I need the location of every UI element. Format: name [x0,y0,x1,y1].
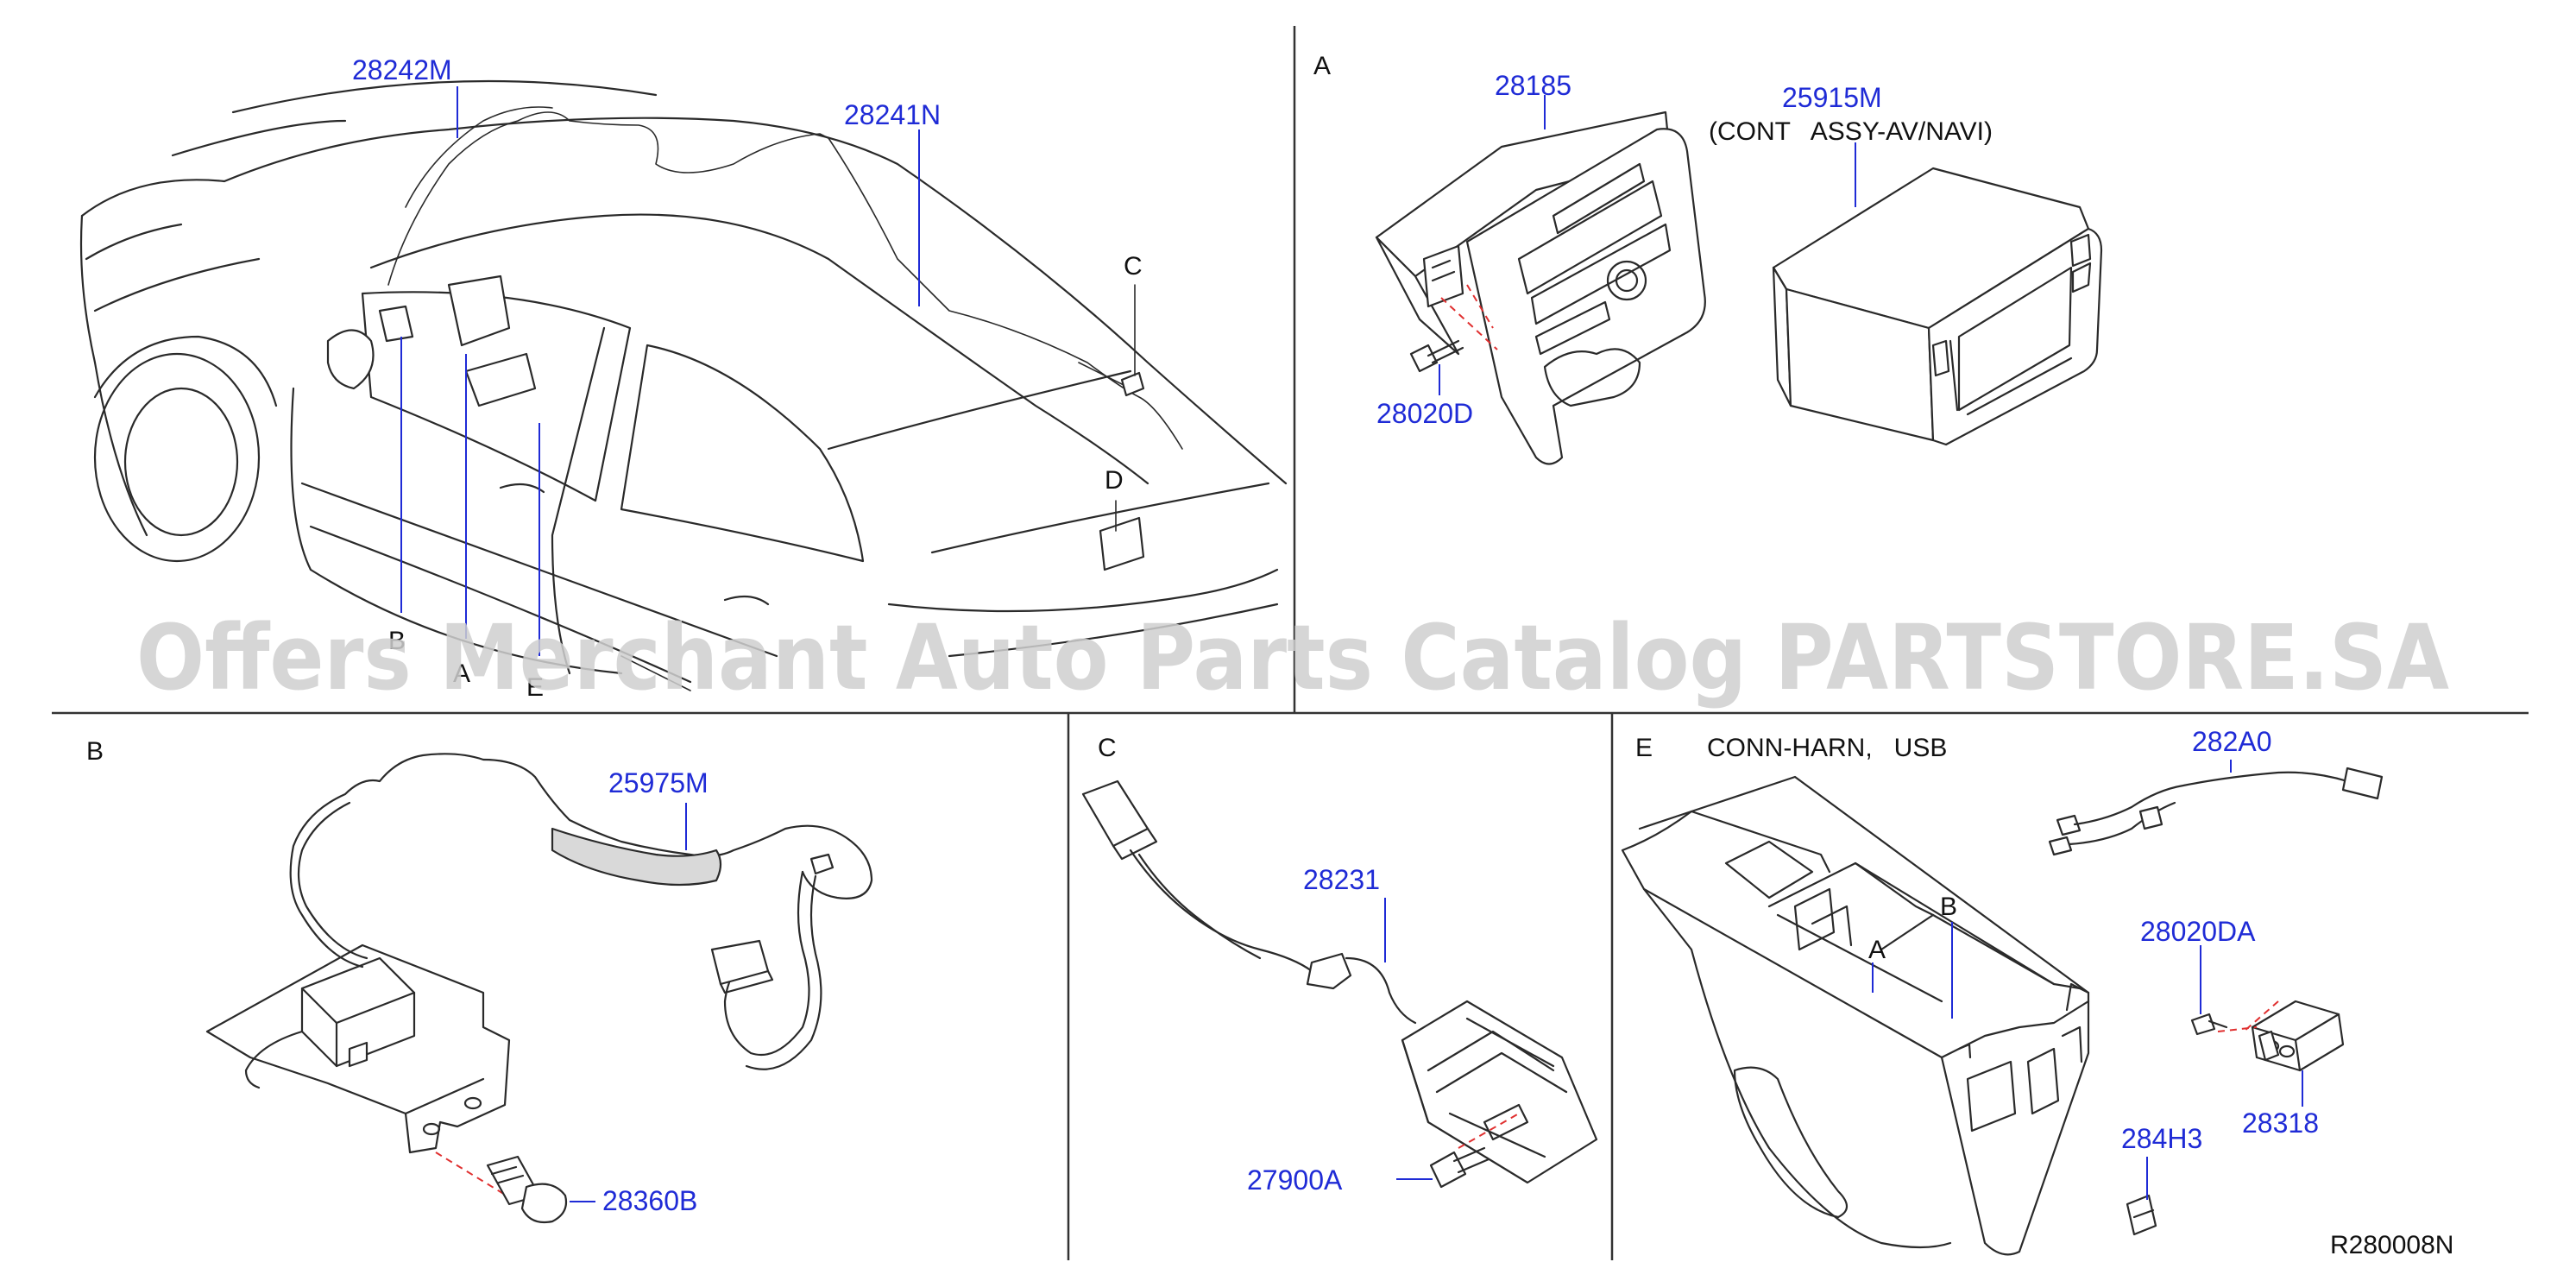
section-e-title: CONN-HARN, USB [1707,734,1947,762]
section-a-label: A [1313,52,1331,80]
part-note-cont-assy: (CONT ASSY-AV/NAVI) [1709,117,1993,146]
console-letter-b: B [1940,893,1957,921]
callout-letter-b: B [388,627,406,655]
part-label-28020DA[interactable]: 28020DA [2140,916,2256,947]
part-label-284H3[interactable]: 284H3 [2121,1123,2202,1154]
part-label-27900A[interactable]: 27900A [1247,1164,1343,1196]
screw-27900a-illustration [1429,1146,1490,1189]
screw-28020d-illustration [1409,339,1464,373]
part-label-28360B[interactable]: 28360B [602,1185,697,1216]
usb-harness-illustration [2048,767,2384,856]
frame-lines [52,26,2529,1260]
audio-unit-illustration [1375,110,1706,465]
clip-284h3-illustration [2126,1194,2157,1236]
part-label-28020D[interactable]: 28020D [1376,398,1473,429]
bolt-28360b-illustration [435,1152,568,1224]
part-label-28318[interactable]: 28318 [2242,1107,2319,1139]
diagram-reference-code: R280008N [2330,1231,2453,1259]
part-label-25915M[interactable]: 25915M [1782,82,1882,113]
part-label-28231[interactable]: 28231 [1303,864,1380,895]
car-overview-illustration [79,79,1288,691]
console-letter-a: A [1868,936,1886,964]
part-label-28241N[interactable]: 28241N [844,99,941,130]
callout-letter-a: A [453,659,470,688]
center-console-illustration [1621,775,2090,1256]
part-label-28185[interactable]: 28185 [1495,70,1571,101]
section-b-label: B [86,737,104,766]
part-label-28242M[interactable]: 28242M [352,54,452,85]
satellite-antenna-illustration [205,753,873,1154]
telematics-module-illustration [1081,779,1598,1184]
usb-jack-28318-illustration [2217,1000,2345,1072]
part-label-25975M[interactable]: 25975M [608,767,709,798]
callout-letter-e: E [526,673,544,702]
screw-28020da-illustration [2190,1013,2228,1036]
section-c-label: C [1098,734,1117,762]
callout-letter-c: C [1124,252,1143,281]
part-label-282A0[interactable]: 282A0 [2192,726,2272,757]
watermark-text: Offers Merchant Auto Parts Catalog PARTS… [136,605,2449,710]
section-e-label: E [1635,734,1653,762]
navi-unit-illustration [1772,167,2103,446]
callout-letter-d: D [1105,466,1124,495]
